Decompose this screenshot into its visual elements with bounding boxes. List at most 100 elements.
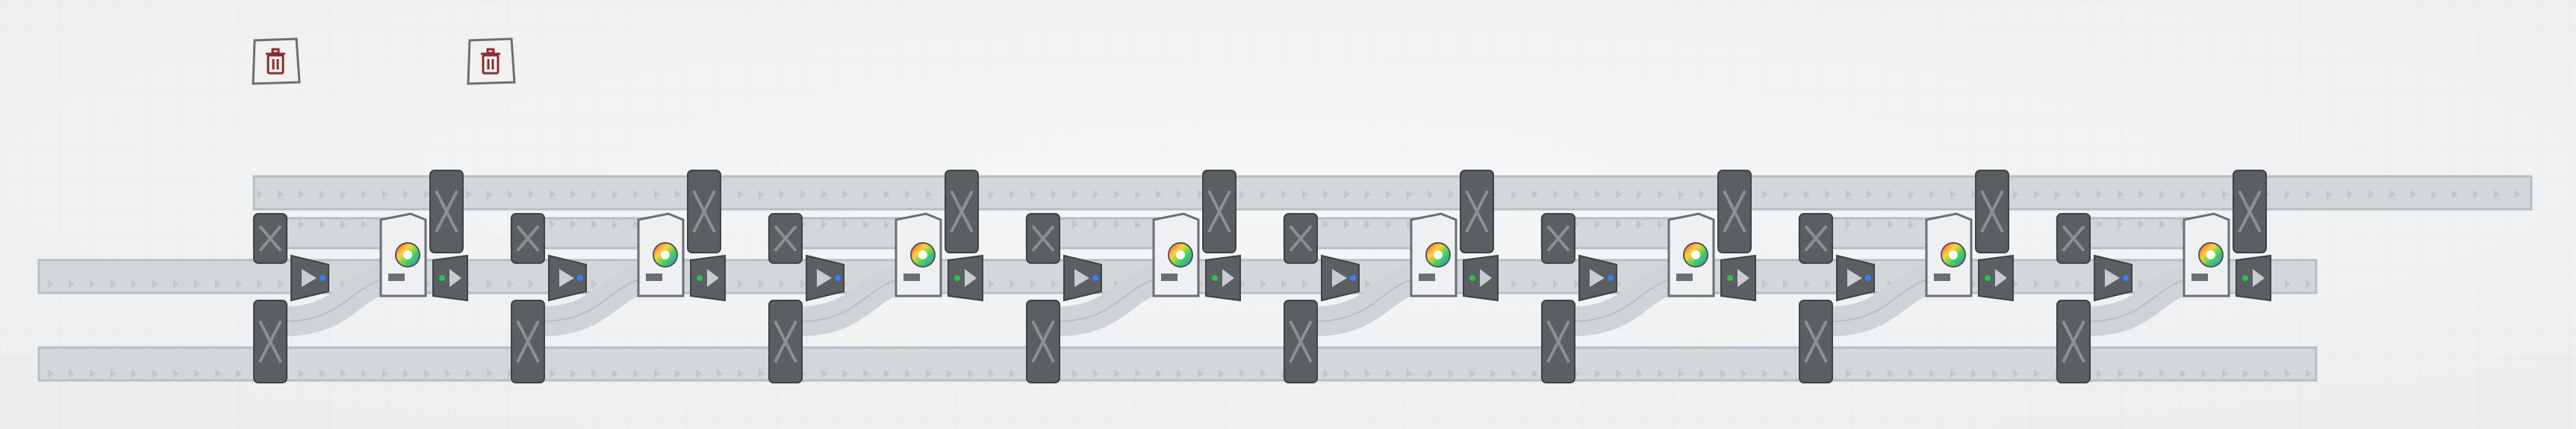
color-wheel-icon bbox=[1425, 242, 1451, 268]
output-launcher[interactable] bbox=[1463, 254, 1499, 302]
splitter[interactable] bbox=[548, 254, 587, 302]
balancer-top[interactable] bbox=[1975, 170, 2009, 253]
color-wheel-icon bbox=[910, 242, 936, 268]
green-dot-icon bbox=[697, 275, 703, 281]
play-icon bbox=[1222, 269, 1234, 287]
painter[interactable] bbox=[1410, 212, 1457, 297]
blue-dot-icon bbox=[1350, 275, 1356, 281]
play-icon bbox=[965, 269, 977, 287]
painter[interactable] bbox=[1152, 212, 1200, 297]
play-icon bbox=[2253, 269, 2265, 287]
balancer-lower[interactable] bbox=[1541, 300, 1575, 383]
painter[interactable] bbox=[895, 212, 942, 297]
blue-dot-icon bbox=[2123, 275, 2129, 281]
balancer-lower[interactable] bbox=[1284, 300, 1318, 383]
splitter[interactable] bbox=[290, 254, 329, 302]
balancer-lower[interactable] bbox=[1026, 300, 1060, 383]
splitter[interactable] bbox=[1578, 254, 1617, 302]
balancer-upper[interactable] bbox=[1284, 213, 1318, 264]
play-icon bbox=[2105, 269, 2120, 287]
bottom-belt[interactable] bbox=[37, 346, 2318, 382]
painter[interactable] bbox=[1925, 212, 1973, 297]
module-7 bbox=[1798, 170, 2014, 383]
color-wheel-icon bbox=[1941, 242, 1966, 268]
balancer-lower[interactable] bbox=[1799, 300, 1833, 383]
blue-dot-icon bbox=[1865, 275, 1871, 281]
module-3 bbox=[768, 170, 983, 383]
color-wheel-icon bbox=[395, 242, 420, 268]
balancer-upper[interactable] bbox=[1799, 213, 1833, 264]
output-launcher[interactable] bbox=[2236, 254, 2271, 302]
balancer-upper[interactable] bbox=[253, 213, 287, 264]
balancer-top[interactable] bbox=[2233, 170, 2267, 253]
blue-dot-icon bbox=[1092, 275, 1098, 281]
splitter[interactable] bbox=[806, 254, 844, 302]
blue-dot-icon bbox=[577, 275, 583, 281]
balancer-upper[interactable] bbox=[511, 213, 545, 264]
splitter[interactable] bbox=[1836, 254, 1875, 302]
color-wheel-icon bbox=[1683, 242, 1708, 268]
module-1 bbox=[252, 170, 468, 383]
painter[interactable] bbox=[2183, 212, 2230, 297]
balancer-lower[interactable] bbox=[768, 300, 803, 383]
blue-dot-icon bbox=[835, 275, 841, 281]
balancer-top[interactable] bbox=[429, 170, 464, 253]
green-dot-icon bbox=[439, 275, 445, 281]
output-launcher[interactable] bbox=[948, 254, 983, 302]
play-icon bbox=[1995, 269, 2007, 287]
top-belt[interactable] bbox=[252, 175, 2533, 211]
splitter[interactable] bbox=[2094, 254, 2132, 302]
balancer-lower[interactable] bbox=[511, 300, 545, 383]
play-icon bbox=[449, 269, 461, 287]
green-dot-icon bbox=[1985, 275, 1991, 281]
color-wheel-icon bbox=[1168, 242, 1193, 268]
output-launcher[interactable] bbox=[432, 254, 468, 302]
module-4 bbox=[1025, 170, 1241, 383]
balancer-top[interactable] bbox=[1202, 170, 1236, 253]
blue-dot-icon bbox=[1608, 275, 1614, 281]
balancer-upper[interactable] bbox=[1026, 213, 1060, 264]
color-wheel-icon bbox=[653, 242, 678, 268]
green-dot-icon bbox=[954, 275, 960, 281]
green-dot-icon bbox=[1727, 275, 1733, 281]
output-launcher[interactable] bbox=[690, 254, 726, 302]
trash-icon bbox=[481, 48, 500, 75]
balancer-upper[interactable] bbox=[768, 213, 803, 264]
painter[interactable] bbox=[379, 212, 427, 297]
output-launcher[interactable] bbox=[1205, 254, 1241, 302]
output-launcher[interactable] bbox=[1978, 254, 2014, 302]
play-icon bbox=[1590, 269, 1605, 287]
balancer-top[interactable] bbox=[687, 170, 721, 253]
balancer-upper[interactable] bbox=[2056, 213, 2091, 264]
blue-dot-icon bbox=[320, 275, 326, 281]
output-launcher[interactable] bbox=[1720, 254, 1756, 302]
balancer-lower[interactable] bbox=[253, 300, 287, 383]
module-5 bbox=[1283, 170, 1499, 383]
color-wheel-icon bbox=[2198, 242, 2224, 268]
splitter[interactable] bbox=[1321, 254, 1360, 302]
play-icon bbox=[1737, 269, 1749, 287]
balancer-lower[interactable] bbox=[2056, 300, 2091, 383]
play-icon bbox=[1480, 269, 1492, 287]
play-icon bbox=[1332, 269, 1347, 287]
trash-button-2[interactable] bbox=[467, 37, 516, 85]
modules bbox=[252, 170, 2271, 383]
green-dot-icon bbox=[1212, 275, 1218, 281]
painter[interactable] bbox=[1667, 212, 1715, 297]
painter[interactable] bbox=[637, 212, 685, 297]
play-icon bbox=[817, 269, 832, 287]
green-dot-icon bbox=[2242, 275, 2248, 281]
module-2 bbox=[510, 170, 726, 383]
balancer-top[interactable] bbox=[945, 170, 979, 253]
splitter[interactable] bbox=[1063, 254, 1102, 302]
balancer-top[interactable] bbox=[1460, 170, 1494, 253]
play-icon bbox=[302, 269, 317, 287]
balancer-top[interactable] bbox=[1717, 170, 1752, 253]
balancer-upper[interactable] bbox=[1541, 213, 1575, 264]
trash-button-1[interactable] bbox=[252, 37, 301, 85]
module-8 bbox=[2056, 170, 2271, 383]
play-icon bbox=[707, 269, 719, 287]
play-icon bbox=[1847, 269, 1862, 287]
play-icon bbox=[1074, 269, 1089, 287]
